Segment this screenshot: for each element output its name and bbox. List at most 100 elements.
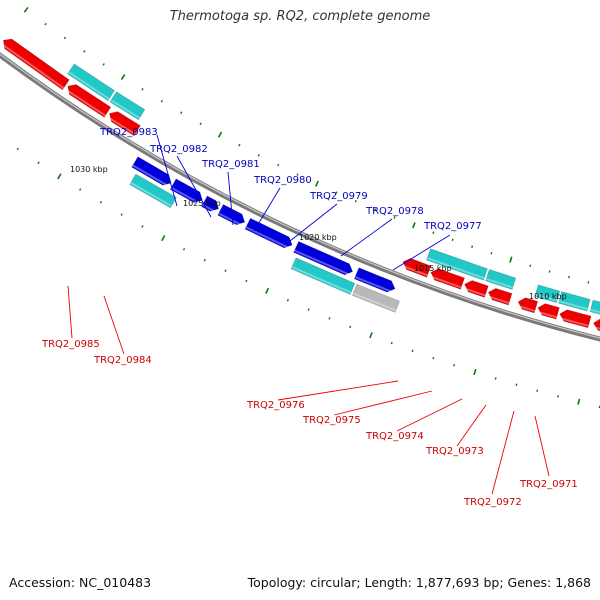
inner-tick — [349, 325, 352, 329]
forward-gene — [293, 241, 353, 276]
reverse-gene-shine — [106, 116, 136, 136]
forward-gene-shine — [245, 226, 291, 250]
outer-tick — [63, 36, 67, 40]
accession-text: Accession: NC_010483 — [9, 575, 152, 590]
gene-label-forward: TRQ2_0978 — [365, 206, 424, 217]
inner-tick — [328, 317, 331, 320]
outer-tick — [412, 222, 416, 229]
inner-tick — [286, 298, 289, 302]
outer-tick — [393, 216, 396, 219]
inner-tick — [37, 161, 40, 165]
reverse-gene-shine — [429, 275, 462, 289]
forward-gene-shine — [294, 249, 352, 277]
reverse-gene — [487, 288, 513, 306]
leader-line-forward — [156, 134, 178, 207]
gene-label-reverse: TRQ2_0975 — [302, 415, 361, 426]
outer-tick — [314, 180, 319, 187]
outer-tick — [44, 22, 47, 26]
inner-tick — [224, 269, 227, 273]
leader-line-reverse — [67, 285, 73, 339]
rna-gene-shine — [110, 99, 141, 119]
inner-tick — [536, 389, 539, 392]
backbone-highlight — [0, 53, 600, 339]
rna-gene — [534, 284, 561, 304]
inner-tick — [307, 308, 310, 311]
outer-tick — [354, 199, 357, 203]
gene-label-forward: TRQ2_0982 — [149, 144, 208, 155]
outer-tick — [180, 111, 183, 115]
inner-tick — [411, 349, 414, 353]
rna-gene — [485, 269, 517, 290]
reverse-gene — [537, 303, 560, 320]
inner-tick — [369, 332, 373, 339]
leader-line-forward — [176, 155, 212, 218]
outer-tick — [509, 256, 513, 263]
reverse-gene — [517, 297, 539, 314]
outer-tick — [102, 63, 105, 66]
reverse-gene-shine — [462, 287, 486, 297]
leader-line-reverse — [491, 410, 515, 495]
inner-tick — [453, 363, 456, 367]
reverse-gene-shine — [592, 325, 600, 330]
other-gene-shine — [352, 292, 397, 312]
outer-tick — [160, 99, 164, 103]
reverse-gene — [109, 111, 141, 137]
outer-tick — [238, 143, 241, 147]
inner-tick — [120, 213, 123, 216]
leader-line-reverse — [333, 390, 433, 416]
outer-tick — [217, 131, 223, 138]
gene-label-forward: TRQ2_0981 — [201, 159, 260, 170]
reverse-gene — [464, 280, 489, 298]
reverse-gene-shine — [516, 304, 536, 312]
leader-line-reverse — [456, 404, 487, 447]
forward-gene-shine — [354, 276, 394, 294]
forward-gene-shine — [202, 203, 218, 214]
rna-gene — [129, 173, 177, 209]
inner-tick — [203, 258, 206, 262]
outer-tick — [23, 6, 29, 13]
inner-tick — [78, 188, 82, 191]
reverse-gene — [559, 309, 592, 329]
leader-line-reverse — [534, 415, 550, 477]
other-gene — [351, 283, 400, 313]
inner-tick — [57, 173, 62, 180]
inner-tick — [473, 368, 477, 376]
gene-label-reverse: TRQ2_0972 — [463, 497, 522, 508]
genome-summary-text: Topology: circular; Length: 1,877,693 bp… — [247, 575, 591, 590]
rna-gene — [426, 248, 488, 281]
inner-tick — [557, 395, 559, 398]
leader-line-forward — [340, 218, 393, 257]
rna-gene-shine — [426, 257, 485, 280]
reverse-gene — [3, 38, 70, 91]
forward-gene — [353, 267, 396, 293]
inner-tick — [265, 287, 270, 294]
reverse-gene-shine — [536, 310, 557, 319]
leader-line-reverse — [103, 295, 125, 355]
rna-gene — [290, 257, 356, 295]
gene-label-forward: TRQ2_0980 — [253, 175, 312, 186]
outer-tick — [568, 275, 570, 279]
outer-tick — [296, 173, 299, 176]
outer-tick — [120, 74, 126, 81]
kbp-scale-label: 1020 kbp — [299, 233, 337, 242]
reverse-gene — [430, 268, 465, 290]
kbp-scale-label: 1010 kbp — [529, 292, 567, 301]
reverse-gene-shine — [65, 88, 106, 117]
genome-backbone — [0, 52, 600, 342]
outer-tick — [432, 231, 435, 234]
outer-tick — [529, 264, 532, 267]
reverse-gene — [67, 84, 112, 118]
kbp-scale-label: 1030 kbp — [70, 165, 108, 174]
rna-gene — [67, 63, 115, 102]
gene-label-reverse: TRQ2_0971 — [519, 479, 578, 490]
label-leader-lines — [67, 134, 550, 495]
outer-tick — [490, 252, 493, 255]
outer-tick — [471, 245, 474, 248]
gene-label-reverse: TRQ2_0976 — [246, 400, 305, 411]
inner-tick — [577, 398, 581, 405]
rna-gene-shine — [291, 266, 352, 294]
leader-line-forward — [253, 187, 281, 232]
forward-gene-shine — [170, 186, 201, 205]
